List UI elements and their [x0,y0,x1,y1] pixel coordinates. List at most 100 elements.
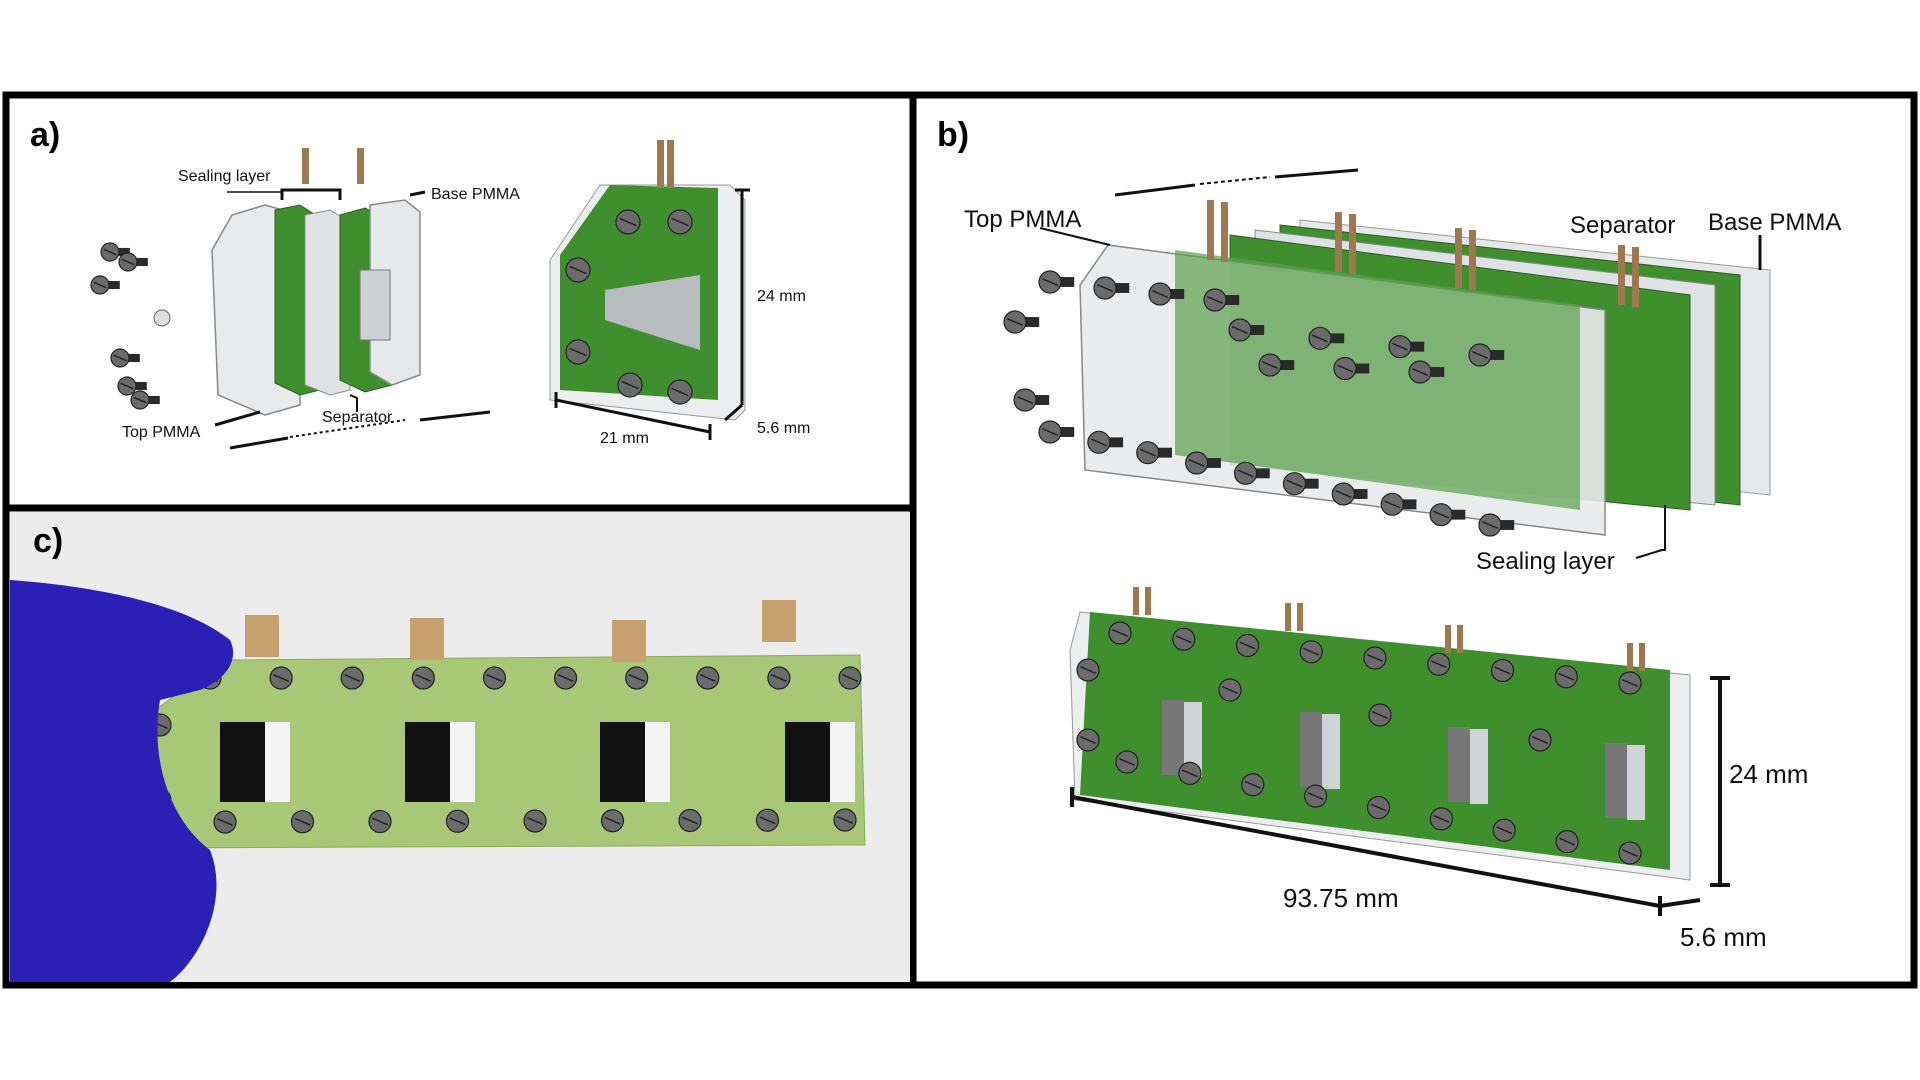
screw-icon [1258,353,1295,377]
copper-tab [1221,202,1228,262]
label-sealing-layer: Sealing layer [178,168,271,185]
screw-icon [1087,430,1124,454]
panel-label-b: b) [937,116,969,154]
copper-tab [667,140,674,188]
screw-icon [1076,728,1100,752]
leader-line [349,394,358,412]
leader-line [214,410,261,427]
copper-tab [1297,603,1303,631]
dashed-line [289,419,406,438]
electrode-window [1448,727,1470,802]
sealing-layer-plate [1175,250,1580,510]
assembled-green-layer [1080,612,1670,870]
screw-icon [1241,773,1265,797]
electrode-window [1162,700,1184,775]
screw-icon [1235,633,1260,658]
copper-tab [1455,228,1462,288]
screw-icon [625,666,649,690]
arrow [229,436,289,450]
dimension-height: 24 mm [757,288,806,305]
screw-icon [565,257,591,283]
screw-icon [1038,420,1075,444]
screw-icon [1218,678,1242,702]
screw-icon [1228,318,1265,342]
label-separator: Separator [1570,212,1675,239]
dashed-line [1199,176,1271,185]
separator-plate [304,209,351,396]
electrode-window [265,722,290,802]
screw-icon [117,376,147,396]
screw-icon [1429,503,1466,527]
screw-icon [1490,658,1515,683]
arrow [419,410,491,422]
screw-icon [1304,784,1328,808]
copper-tab [1285,603,1291,631]
screw-icon [1366,795,1391,820]
screw-icon [696,666,720,690]
screw-icon [523,809,547,833]
leader-line [1635,549,1663,559]
copper-tab [1632,247,1639,307]
electrode-window [605,275,700,350]
electrode-window [1627,745,1645,820]
arrow [1114,183,1196,197]
electrode-window [1605,743,1627,818]
screw-icon [1429,807,1453,831]
screw-icon [1172,627,1196,651]
screw-icon [1299,640,1323,664]
electrode-window [220,722,265,802]
screw-icon [290,810,315,834]
copper-tab [302,148,309,184]
screw-icon [833,808,857,832]
nut-icon [153,309,171,327]
copper-tab [1469,230,1476,290]
screw-icon [1148,282,1185,306]
label-base-pmma: Base PMMA [431,186,520,203]
screw-icon [1363,646,1387,670]
screw-icon [269,666,293,690]
screw-icon [1618,841,1642,865]
screw-icon [1555,830,1579,854]
copper-tab [612,620,646,662]
screw-icon [368,809,392,834]
screw-icon [100,242,130,262]
copper-tab [1145,587,1151,615]
screw-icon [90,275,120,295]
leader-line [1039,227,1111,246]
screw-icon [1478,513,1515,537]
screw-icon [678,808,702,833]
copper-tab [1207,200,1214,260]
electrode-window [1470,729,1488,804]
label-separator: Separator [322,409,393,426]
electrode-window [1322,714,1340,789]
screw-icon [1388,335,1425,359]
electrode-window [830,722,855,802]
screw-icon [1618,671,1642,695]
screw-icon [1076,658,1100,682]
copper-tab [357,148,364,184]
screw-icon [213,810,237,834]
label-top-pmma: Top PMMA [964,206,1081,233]
panel-c-photo: c) [10,512,910,982]
screw-icon [1282,472,1319,496]
dimension-line [724,403,743,422]
glove [10,580,234,982]
panel-a: a) Sealing layer Base PMMA Top PMMA Sepa… [30,116,810,450]
electrode-window [405,722,450,802]
label-sealing-layer: Sealing layer [1476,548,1615,575]
screw-icon [1468,343,1505,367]
screw-icon [1308,326,1345,350]
copper-tab [657,140,664,188]
screw-icon [1203,288,1240,312]
screw-icon [1108,621,1132,645]
screw-icon [755,808,780,832]
screw-icon [1185,451,1221,475]
copper-tab [1457,625,1463,653]
arrow [1274,168,1359,179]
screw-icon [1003,310,1040,334]
dimension-depth: 5.6 mm [1680,922,1767,952]
electrode-window [450,722,475,802]
screw-icon [130,390,160,410]
screw-icon [615,209,641,235]
label-top-pmma: Top PMMA [122,424,201,441]
